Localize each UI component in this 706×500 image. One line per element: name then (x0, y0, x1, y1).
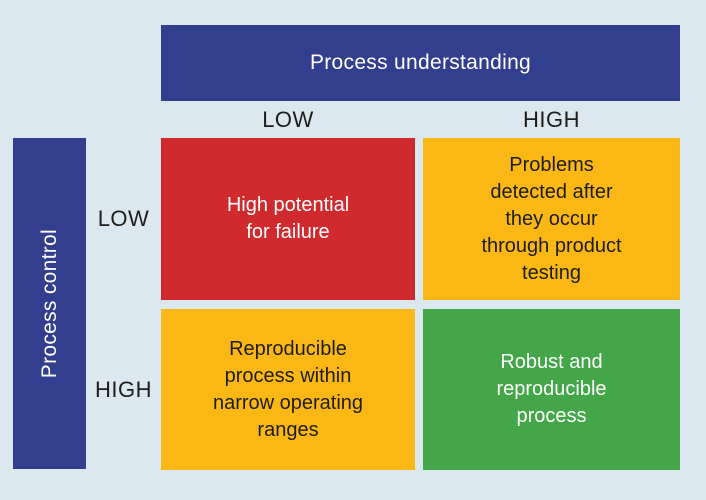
quadrant-high-understanding-low-control: Problems detected after they occur throu… (423, 138, 680, 300)
quadrant-text: Problems detected after they occur throu… (481, 153, 622, 284)
quadrant-low-understanding-low-control: High potential for failure (161, 138, 415, 300)
quadrant-high-understanding-high-control: Robust and reproducible process (423, 309, 680, 470)
left-axis-title-bar: Process control (13, 138, 86, 469)
top-axis-title: Process understanding (309, 51, 532, 74)
quadrant-low-understanding-high-control: Reproducible process within narrow opera… (161, 309, 415, 470)
row-label-low: LOW (97, 206, 150, 231)
row-label-high: HIGH (95, 376, 152, 402)
quadrant-text: High potential for failure (226, 194, 350, 243)
top-axis-title-bar: Process understanding (161, 25, 680, 101)
left-axis-title: Process control (37, 228, 61, 379)
quadrant-text: Robust and reproducible process (496, 351, 607, 427)
column-label-low: LOW (262, 106, 314, 132)
column-label-high: HIGH (523, 106, 580, 132)
quadrant-text: Reproducible process within narrow opera… (212, 337, 364, 441)
